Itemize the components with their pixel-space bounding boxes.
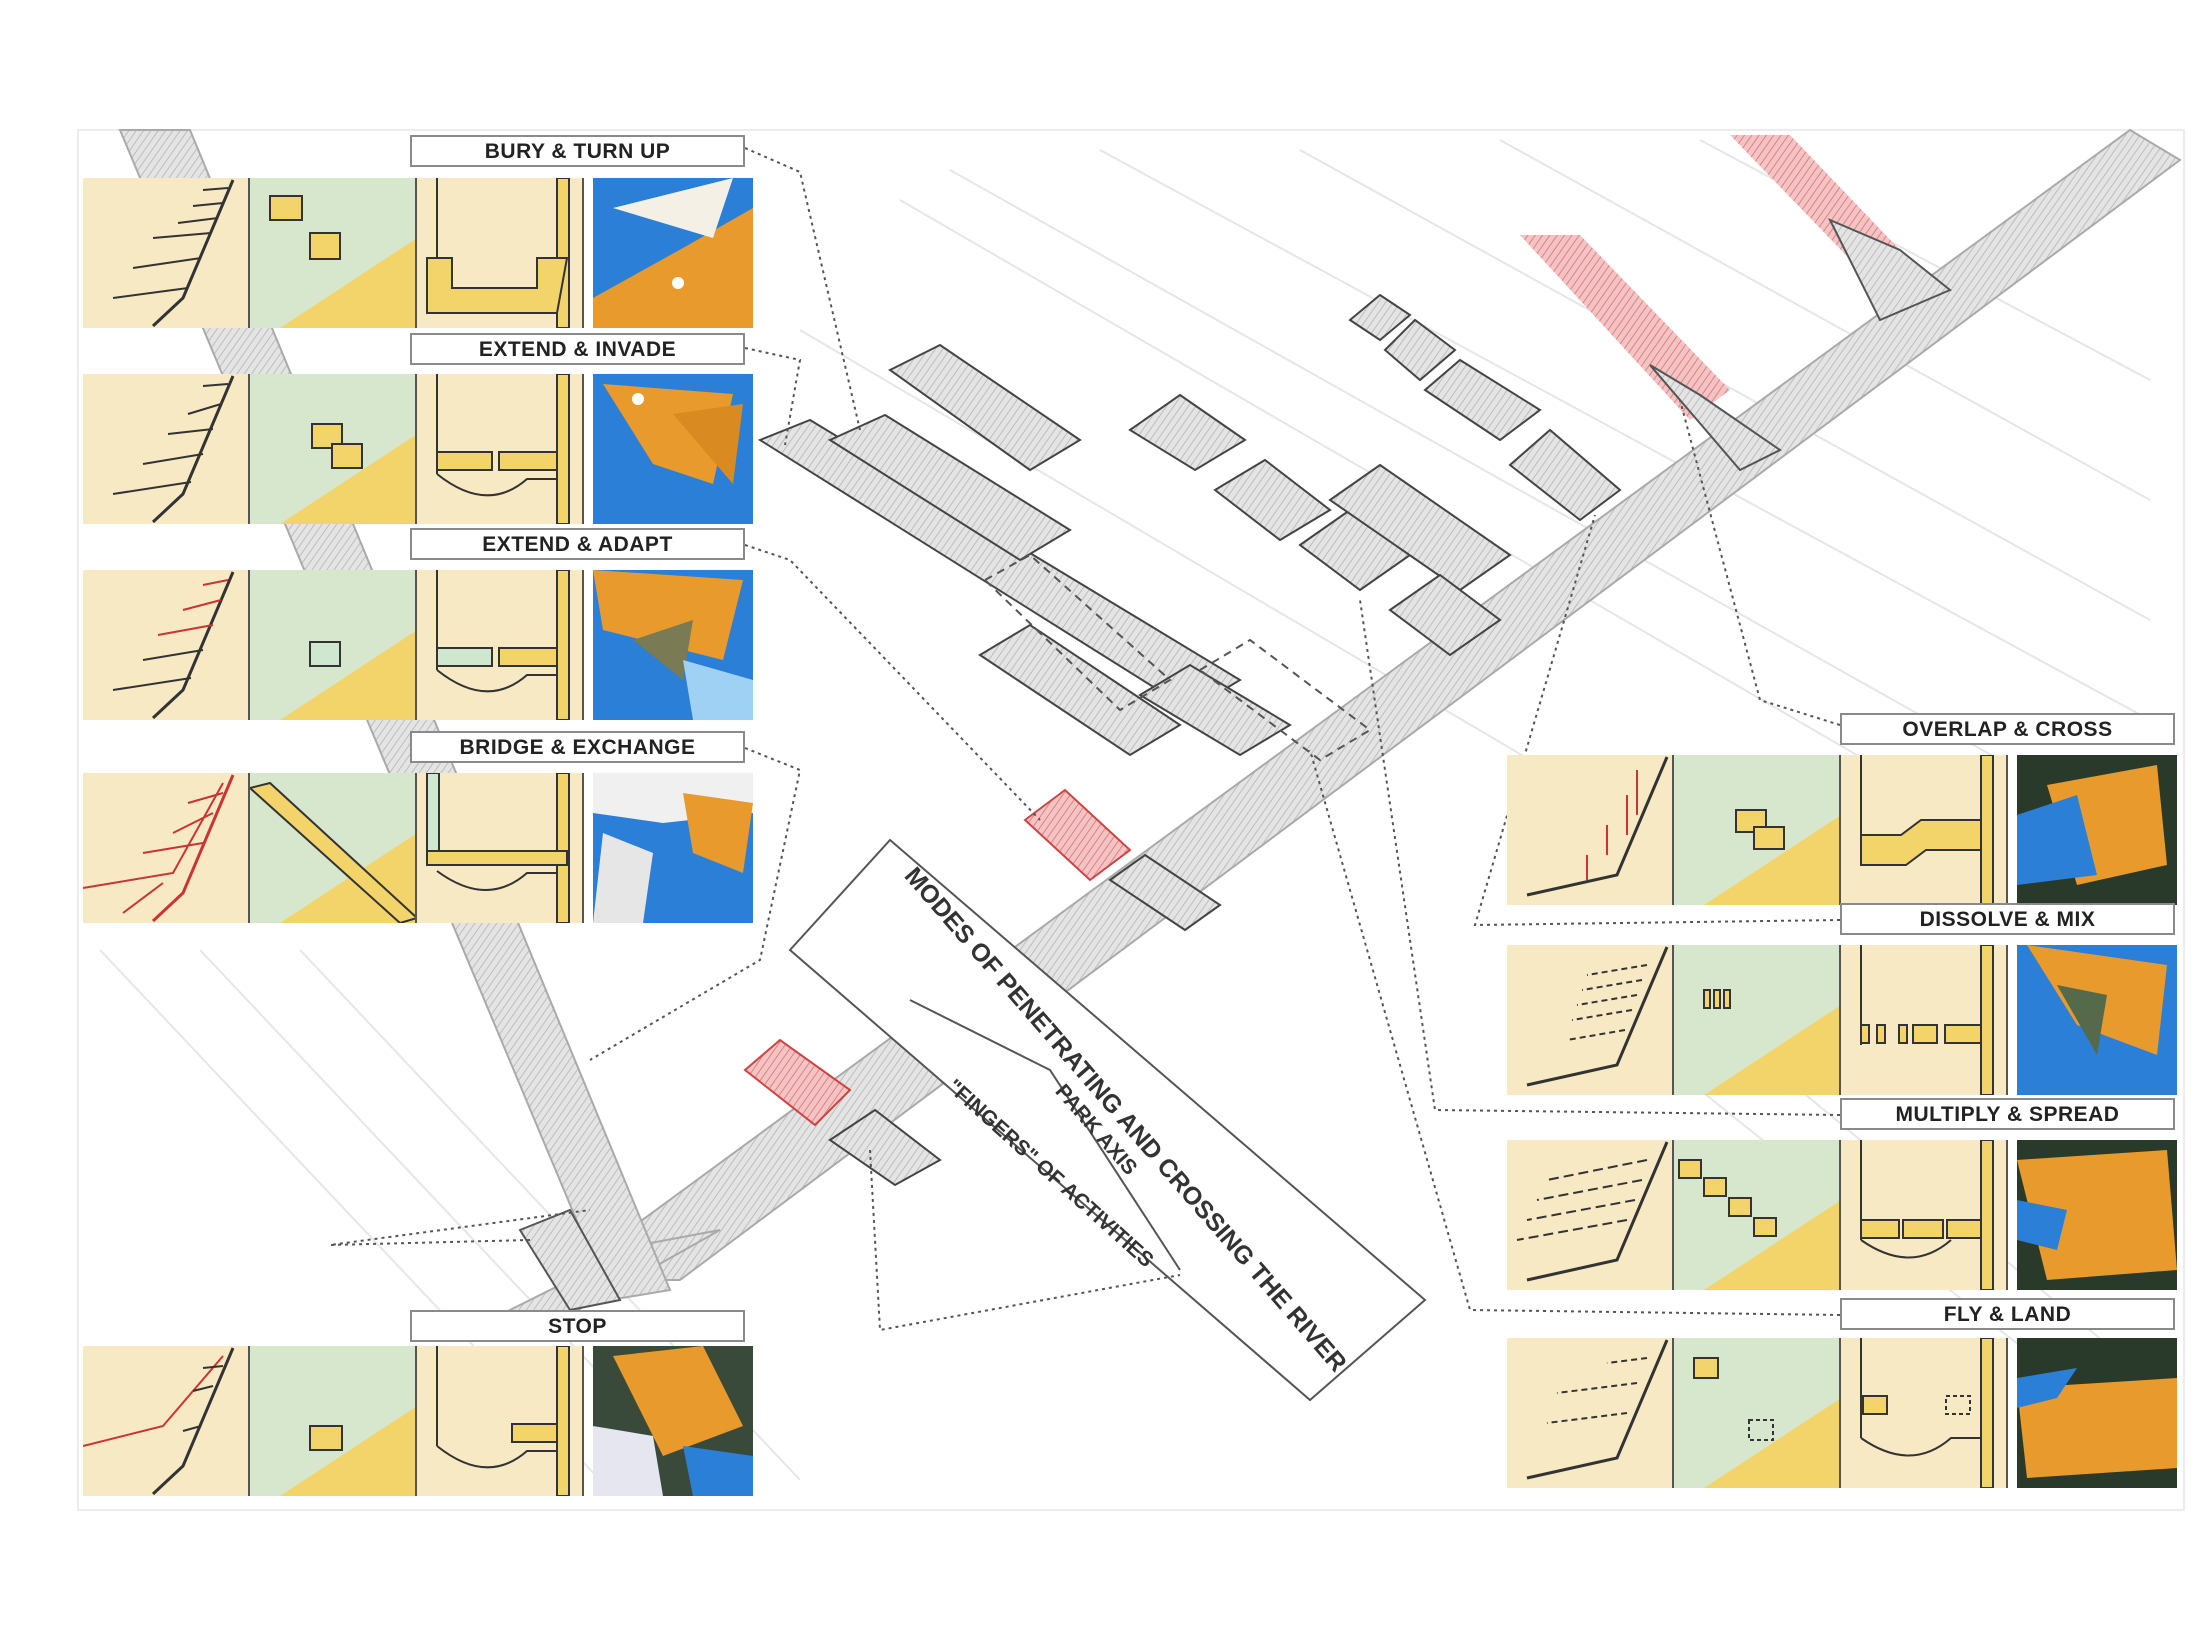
panel-street-lines — [83, 773, 250, 923]
model-photo — [593, 178, 753, 328]
strip-overlap-cross — [1507, 755, 2177, 905]
model-photo — [2017, 755, 2177, 905]
panel-site-wash — [250, 773, 417, 923]
panel-section — [417, 1346, 584, 1496]
panel-section — [417, 178, 584, 328]
panel-section — [1841, 945, 2008, 1095]
model-photo — [2017, 1338, 2177, 1488]
title-slab — [788, 838, 1427, 1402]
strip-extend-adapt — [83, 570, 753, 720]
left-avenue-stub — [518, 1208, 622, 1312]
panel-site-wash — [1674, 1338, 1841, 1488]
label-overlap-cross: OVERLAP & CROSS — [1840, 713, 2175, 745]
panel-section — [1841, 755, 2008, 905]
model-photo — [593, 374, 753, 524]
strip-dissolve-mix — [1507, 945, 2177, 1095]
panel-street-lines — [83, 570, 250, 720]
panel-site-wash — [1674, 755, 1841, 905]
panel-section — [417, 773, 584, 923]
panel-street-lines — [83, 178, 250, 328]
strip-bury-turn-up — [83, 178, 753, 328]
panel-section — [417, 374, 584, 524]
label-fly-land: FLY & LAND — [1840, 1298, 2175, 1330]
leader-lines — [329, 147, 1841, 1332]
connector-1 — [1827, 218, 1952, 322]
label-extend-adapt: EXTEND & ADAPT — [410, 528, 745, 560]
label-dissolve-mix: DISSOLVE & MIX — [1840, 903, 2175, 935]
strip-stop — [83, 1346, 753, 1496]
activity-blocks — [757, 293, 1622, 1187]
panel-street-lines — [83, 1346, 250, 1496]
panel-site-wash — [250, 178, 417, 328]
red-block-2 — [743, 1038, 852, 1127]
panel-section — [417, 570, 584, 720]
strip-multiply-spread — [1507, 1140, 2177, 1290]
panel-street-lines — [1507, 1140, 1674, 1290]
model-photo — [2017, 945, 2177, 1095]
strip-extend-invade — [83, 374, 753, 524]
panel-section — [1841, 1338, 2008, 1488]
panel-street-lines — [1507, 755, 1674, 905]
panel-site-wash — [250, 374, 417, 524]
model-photo — [593, 1346, 753, 1496]
panel-street-lines — [1507, 945, 1674, 1095]
red-block-1 — [1023, 788, 1132, 882]
dashed-blocks — [983, 553, 1372, 762]
park-axis-line — [909, 999, 1181, 1271]
panel-site-wash — [1674, 945, 1841, 1095]
panel-section — [1841, 1140, 2008, 1290]
label-stop: STOP — [410, 1310, 745, 1342]
label-bridge-exchange: BRIDGE & EXCHANGE — [410, 731, 745, 763]
label-multiply-spread: MULTIPLY & SPREAD — [1840, 1098, 2175, 1130]
panel-site-wash — [1674, 1140, 1841, 1290]
model-photo — [593, 773, 753, 923]
red-band-2 — [1520, 235, 1730, 420]
panel-street-lines — [1507, 1338, 1674, 1488]
strip-bridge-exchange — [83, 773, 753, 923]
panel-site-wash — [250, 1346, 417, 1496]
connector-2 — [1649, 364, 1782, 472]
strip-fly-land — [1507, 1338, 2177, 1488]
label-bury-turn-up: BURY & TURN UP — [410, 135, 745, 167]
label-extend-invade: EXTEND & INVADE — [410, 333, 745, 365]
panel-site-wash — [250, 570, 417, 720]
panel-street-lines — [83, 374, 250, 524]
model-photo — [593, 570, 753, 720]
model-photo — [2017, 1140, 2177, 1290]
